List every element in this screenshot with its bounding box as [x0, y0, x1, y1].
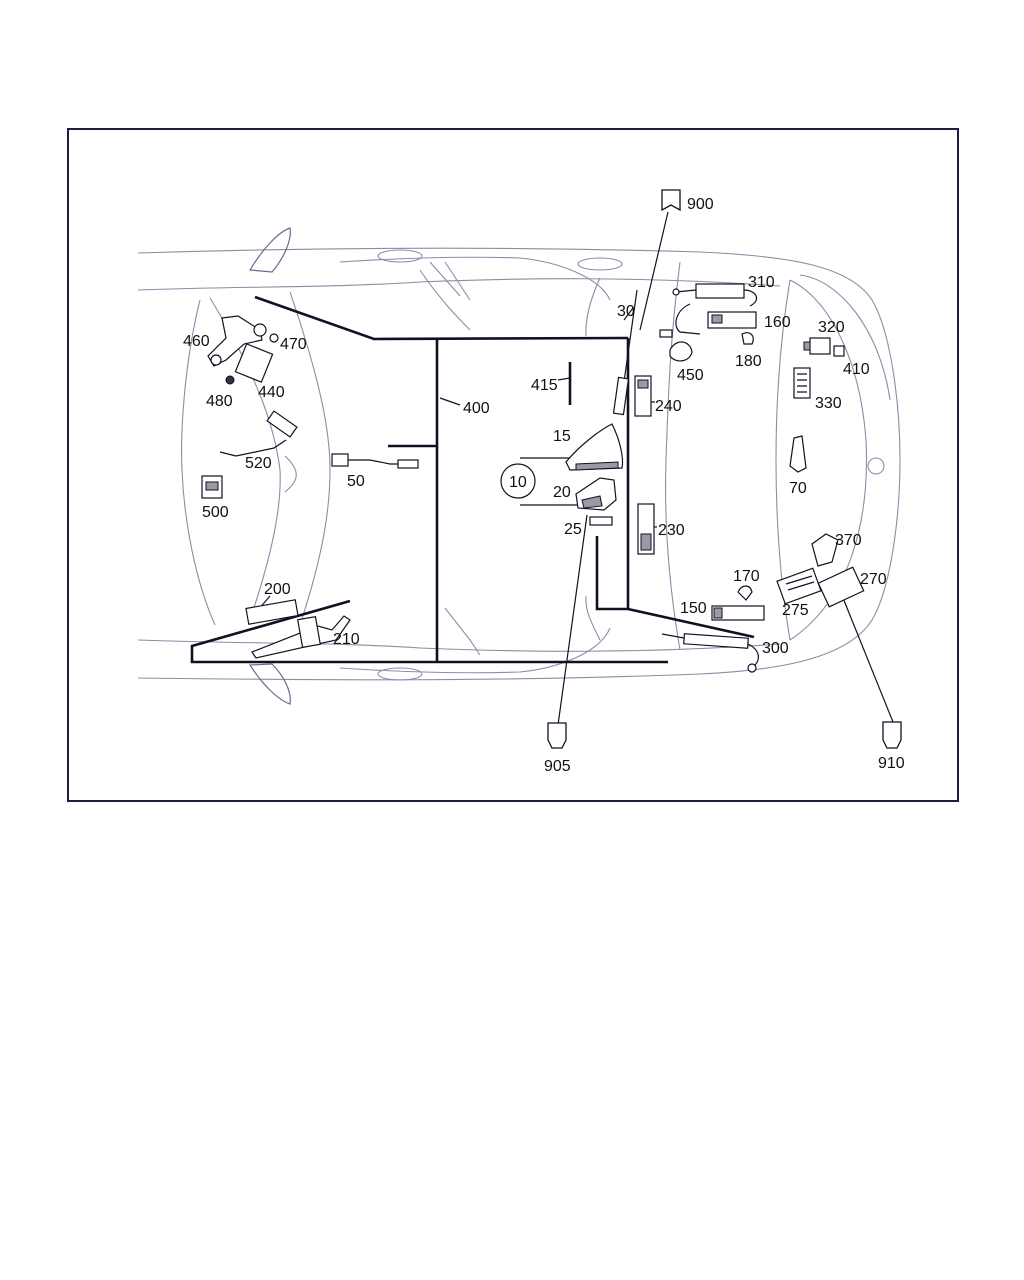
- part-270-module: [817, 566, 865, 608]
- part-15-shark-fin-antenna: [565, 423, 624, 471]
- diagram-frame: [67, 128, 959, 802]
- label-905: 905: [544, 758, 571, 775]
- part-310-module: [695, 283, 745, 299]
- label-400: 400: [463, 400, 490, 417]
- car-body-outline: [137, 227, 901, 705]
- label-415: 415: [531, 377, 558, 394]
- label-240: 240: [655, 398, 682, 415]
- label-200: 200: [264, 581, 291, 598]
- part-25-connector: [589, 516, 613, 526]
- label-160: 160: [764, 314, 791, 331]
- label-20: 20: [553, 484, 571, 501]
- label-460: 460: [183, 333, 210, 350]
- label-470: 470: [280, 336, 307, 353]
- part-410-connector: [833, 345, 845, 357]
- label-410: 410: [843, 361, 870, 378]
- part-330-module: [793, 367, 811, 399]
- part-470-nut: [269, 333, 279, 343]
- part-480-screw: [225, 375, 235, 385]
- label-230: 230: [658, 522, 685, 539]
- part-180-clip: [741, 332, 754, 345]
- label-25: 25: [564, 521, 582, 538]
- label-440: 440: [258, 384, 285, 401]
- tag-910: [882, 721, 902, 749]
- label-520: 520: [245, 455, 272, 472]
- label-210: 210: [333, 631, 360, 648]
- label-15: 15: [553, 428, 571, 445]
- part-labels: 900 310 30 160 320 180 410 450 415 240 3…: [183, 196, 905, 775]
- label-320: 320: [818, 319, 845, 336]
- part-70-bracket: [789, 435, 807, 473]
- label-500: 500: [202, 504, 229, 521]
- harness-lines: [190, 295, 755, 664]
- label-480: 480: [206, 393, 233, 410]
- label-330: 330: [815, 395, 842, 412]
- label-150: 150: [680, 600, 707, 617]
- part-520-antenna: [266, 410, 298, 438]
- label-370: 370: [835, 532, 862, 549]
- label-70: 70: [789, 480, 807, 497]
- label-170: 170: [733, 568, 760, 585]
- part-440-module: [234, 343, 274, 383]
- part-300-bar-antenna: [683, 633, 749, 649]
- label-30: 30: [617, 303, 635, 320]
- part-170-clip: [737, 585, 753, 601]
- label-910: 910: [878, 755, 905, 772]
- label-270: 270: [860, 571, 887, 588]
- tag-905: [547, 722, 567, 749]
- part-450-grommet: [669, 341, 693, 362]
- label-900: 900: [687, 196, 714, 213]
- label-50: 50: [347, 473, 365, 490]
- tag-900: [661, 189, 681, 212]
- label-180: 180: [735, 353, 762, 370]
- part-460-bracket: [207, 315, 263, 367]
- part-10-circle: [500, 463, 536, 499]
- part-370-module: [811, 533, 839, 567]
- label-310: 310: [748, 274, 775, 291]
- part-50-module: [331, 453, 349, 467]
- label-10: 10: [509, 474, 527, 491]
- part-320-module: [809, 337, 831, 355]
- label-450: 450: [677, 367, 704, 384]
- label-300: 300: [762, 640, 789, 657]
- label-275: 275: [782, 602, 809, 619]
- part-150-module: [711, 605, 765, 621]
- part-200-module: [245, 599, 299, 625]
